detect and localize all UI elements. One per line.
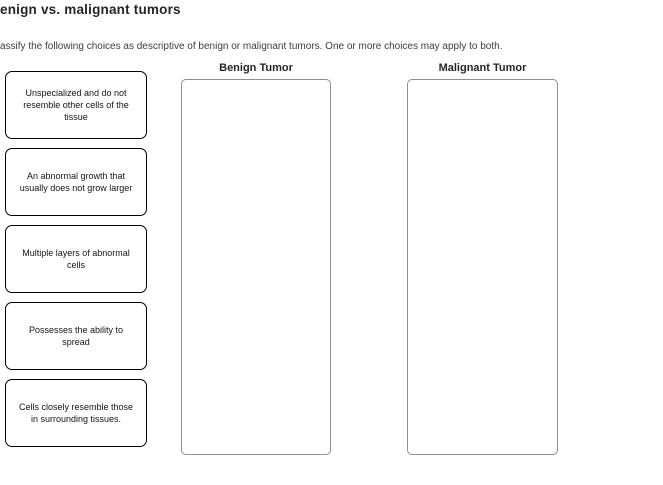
choice-card-label: Cells closely resemble those in surround…: [18, 402, 134, 424]
malignant-column-header: Malignant Tumor: [438, 62, 527, 74]
malignant-drop-zone[interactable]: [407, 79, 558, 455]
benign-column-header: Benign Tumor: [219, 62, 293, 74]
choice-card-label: Possesses the ability to spread: [28, 325, 124, 347]
choice-card-label: Multiple layers of abnormal cells: [22, 248, 130, 270]
choice-card-label: Unspecialized and do not resemble other …: [23, 88, 129, 122]
instructions-text: assify the following choices as descript…: [0, 41, 503, 52]
choice-card-list: Unspecialized and do not resemble other …: [5, 71, 147, 447]
choice-card-unspecialized[interactable]: Unspecialized and do not resemble other …: [5, 71, 147, 139]
choice-card-label: An abnormal growth that usually does not…: [19, 171, 133, 193]
choice-card-abnormal-growth[interactable]: An abnormal growth that usually does not…: [5, 148, 147, 216]
choice-card-ability-to-spread[interactable]: Possesses the ability to spread: [5, 302, 147, 370]
choice-card-multiple-layers[interactable]: Multiple layers of abnormal cells: [5, 225, 147, 293]
benign-drop-zone[interactable]: [181, 79, 331, 455]
choice-card-cells-resemble[interactable]: Cells closely resemble those in surround…: [5, 379, 147, 447]
page-title: enign vs. malignant tumors: [0, 2, 181, 17]
